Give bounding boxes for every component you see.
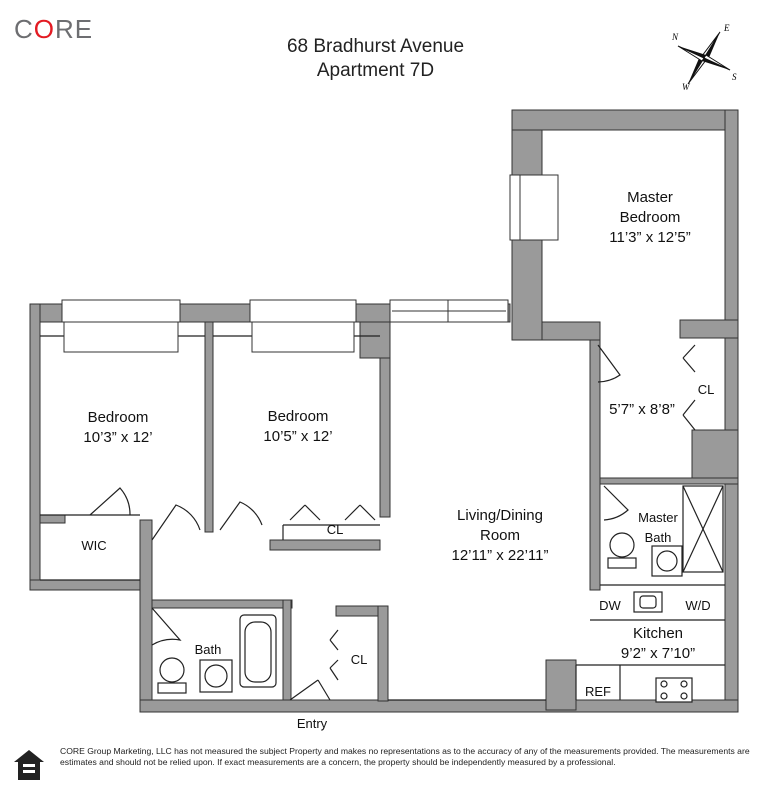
master-bedroom-label: Master Bedroom 11’3” x 12’5” bbox=[609, 189, 691, 246]
kitchen-label: Kitchen 9’2” x 7’10” bbox=[620, 625, 696, 662]
living-room-label: Living/Dining Room 12’11” x 22’11” bbox=[451, 507, 549, 564]
doors bbox=[89, 344, 696, 701]
fixtures bbox=[157, 485, 724, 703]
entry-label: Entry bbox=[296, 716, 328, 731]
apartment-line: Apartment 7D bbox=[316, 60, 435, 81]
washer-dryer-label: W/D bbox=[685, 598, 711, 613]
windows bbox=[61, 174, 559, 353]
compass-e: E bbox=[723, 23, 730, 33]
address-line: 68 Bradhurst Avenue bbox=[286, 36, 465, 57]
disclaimer-text: CORE Group Marketing, LLC has not measur… bbox=[60, 746, 750, 767]
bedroom1-label: Bedroom 10’3” x 12’ bbox=[83, 409, 153, 446]
compass-n: N bbox=[671, 32, 679, 42]
bedroom2-label: Bedroom 10’5” x 12’ bbox=[263, 408, 333, 445]
compass-w: W bbox=[682, 82, 691, 92]
wic-label: WIC bbox=[81, 538, 107, 553]
dishwasher-label: DW bbox=[599, 598, 621, 613]
equal-housing-icon bbox=[14, 750, 44, 780]
core-logo: CORE bbox=[14, 14, 94, 44]
bedroom2-closet-label: CL bbox=[326, 522, 344, 537]
page-title: 68 Bradhurst Avenue Apartment 7D bbox=[0, 35, 761, 83]
bath-label: Bath bbox=[194, 642, 222, 657]
master-bath-label: Master Bath bbox=[638, 510, 678, 545]
entry-closet-label: CL bbox=[350, 652, 368, 667]
compass-s: S bbox=[732, 72, 737, 82]
compass-icon: N E S W bbox=[671, 23, 737, 92]
master-closet-label: CL bbox=[697, 382, 715, 397]
refrigerator-label: REF bbox=[585, 684, 611, 699]
dressing-area-dims: 5’7” x 8’8” bbox=[609, 401, 675, 418]
